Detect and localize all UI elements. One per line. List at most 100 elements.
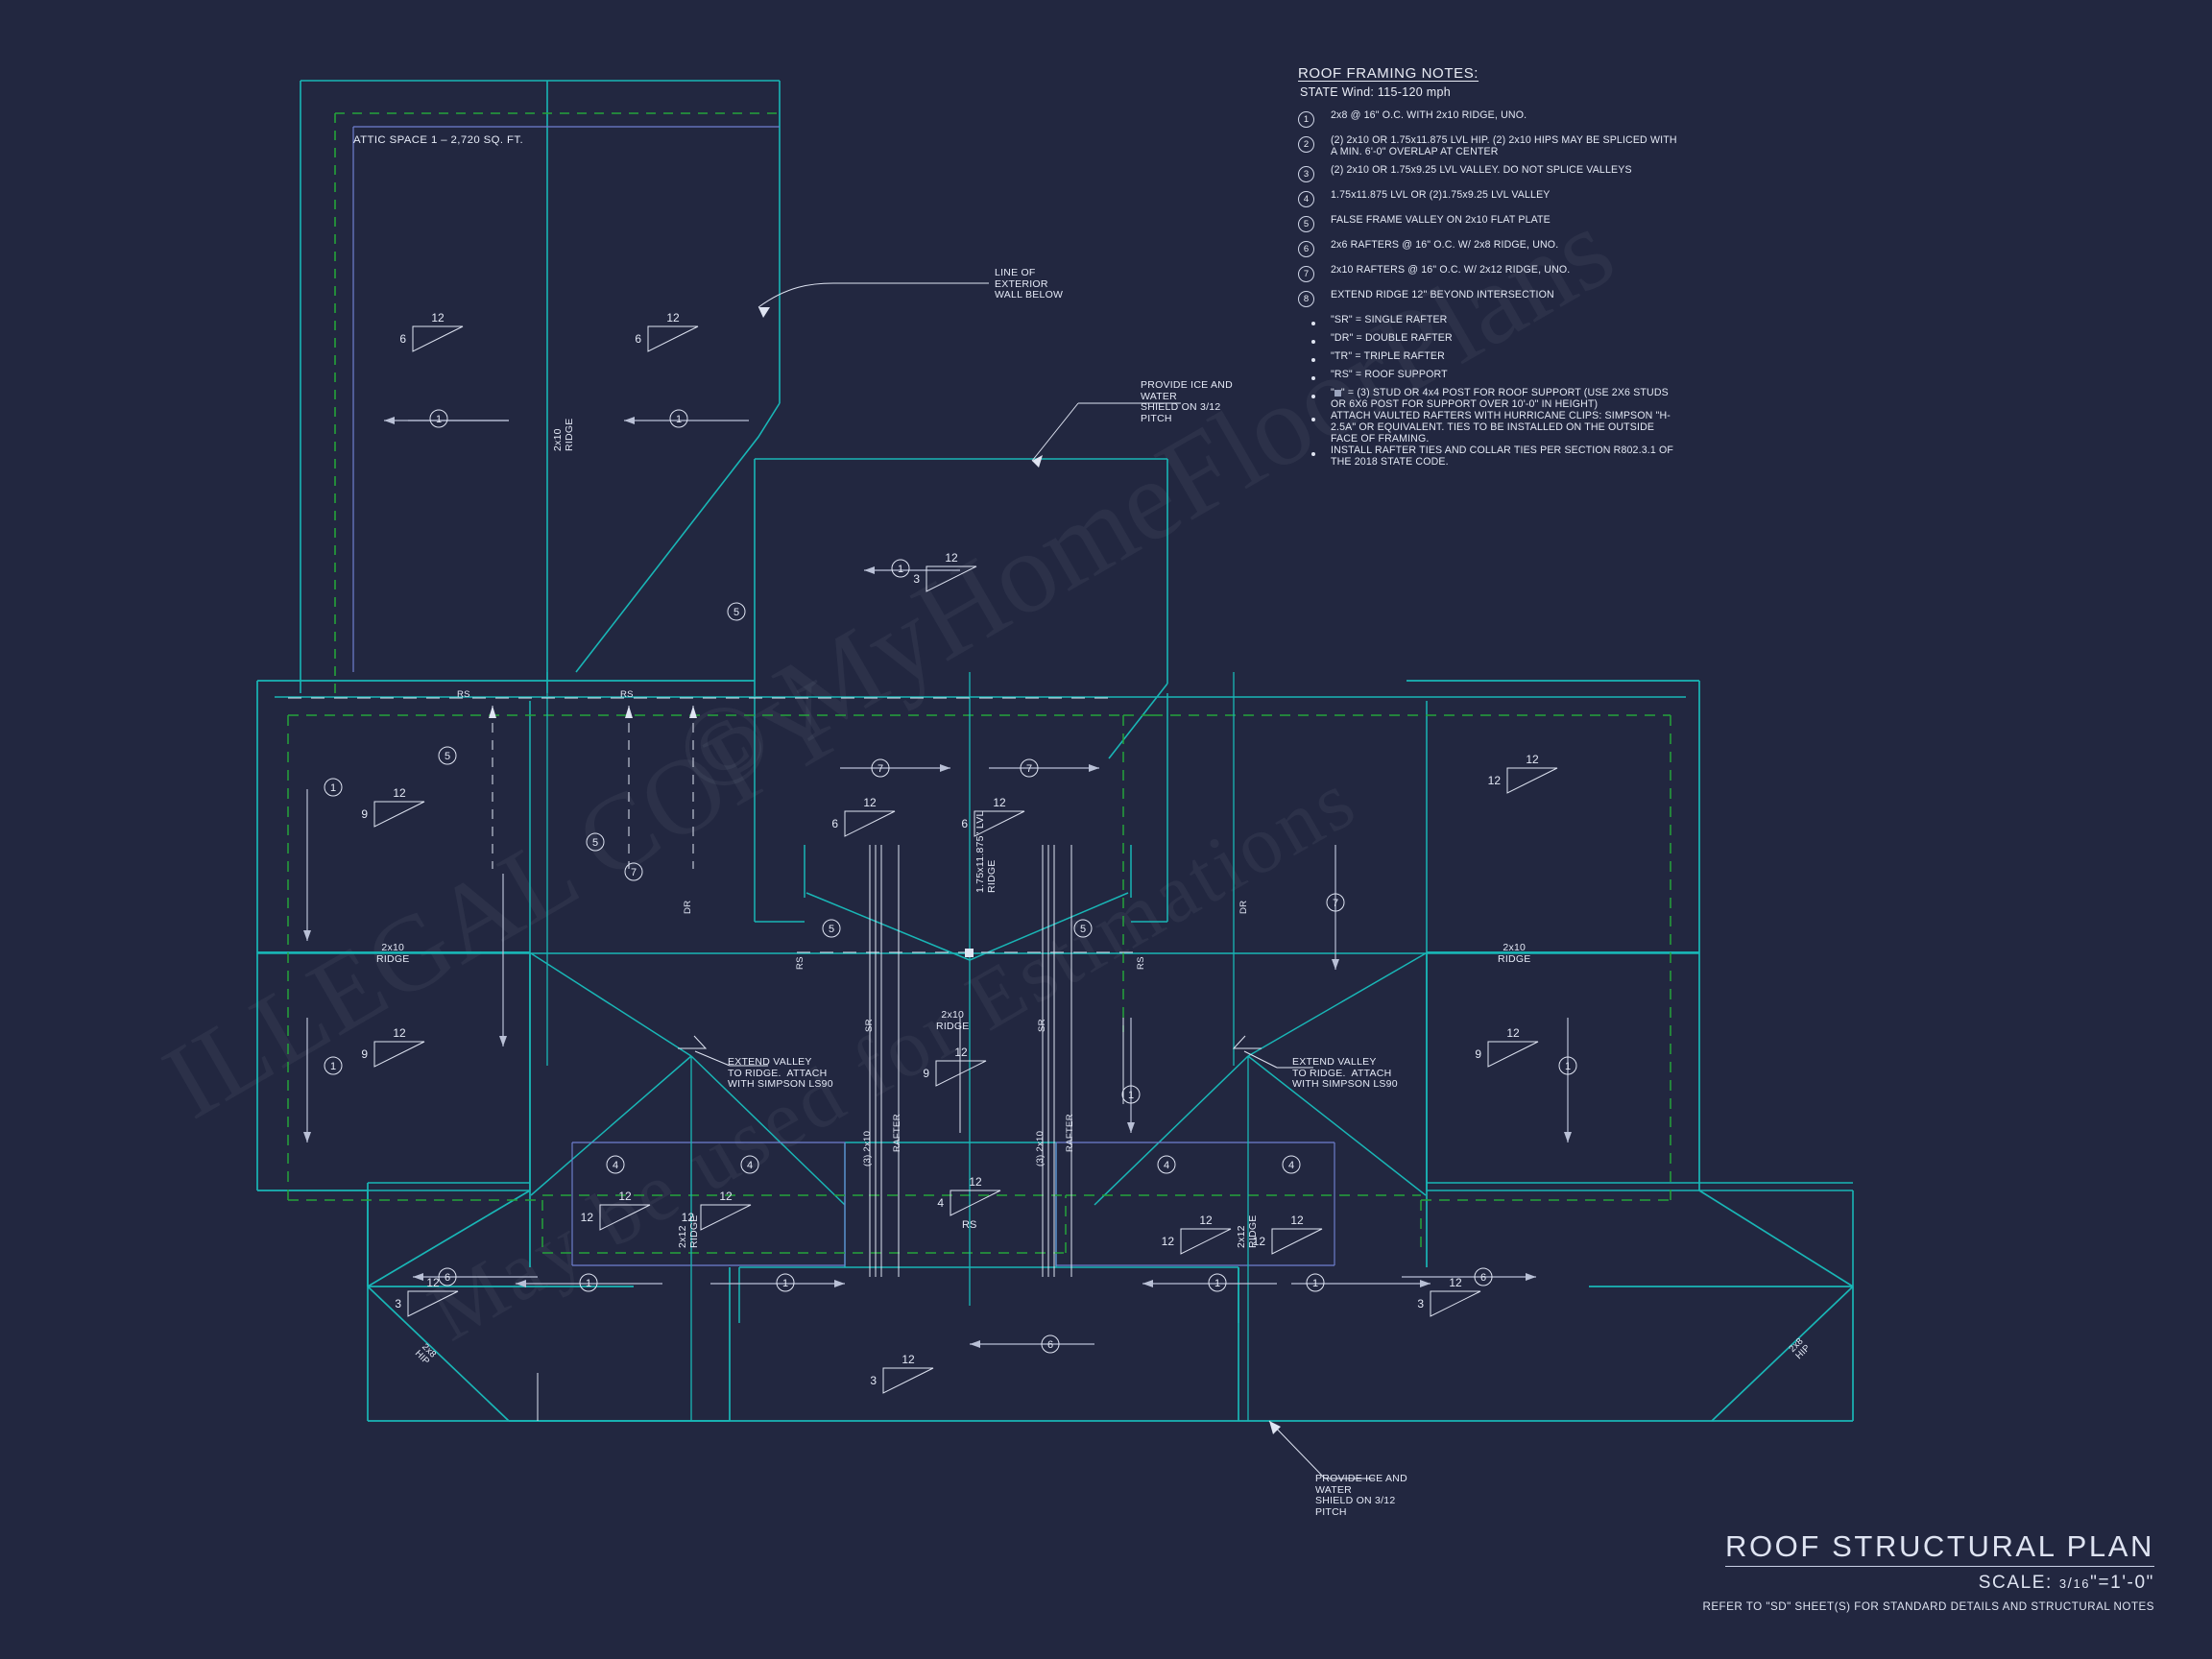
callout-number: 6: [1480, 1272, 1486, 1284]
callout-bubble: 7: [1326, 893, 1345, 912]
callout-number: 7: [878, 763, 883, 775]
note-text: 2x8 @ 16" O.C. WITH 2x10 RIDGE, UNO.: [1331, 109, 1527, 121]
roof-framing-notes-block: ROOF FRAMING NOTES: STATE Wind: 115-120 …: [1298, 65, 1682, 469]
pitch-rise-value: 9: [361, 807, 368, 821]
callout-number: 4: [1288, 1160, 1294, 1171]
standard-details-reference: REFER TO "SD" SHEET(S) FOR STANDARD DETA…: [1702, 1600, 2154, 1613]
callout-bubble: 1: [776, 1273, 795, 1292]
pitch-marker: 126: [635, 311, 699, 352]
note-bullet-item: "" = (3) STUD OR 4x4 POST FOR ROOF SUPPO…: [1298, 387, 1682, 410]
note-text: FALSE FRAME VALLEY ON 2x10 FLAT PLATE: [1331, 214, 1551, 227]
callout-bubble: 1: [1558, 1056, 1577, 1075]
callout-number: 1: [676, 414, 682, 425]
note-text: 2x10 RAFTERS @ 16" O.C. W/ 2x12 RIDGE, U…: [1331, 264, 1571, 276]
label-dr-right: DR: [1238, 900, 1249, 914]
note-number: 8: [1298, 290, 1331, 308]
callout-number: 1: [782, 1278, 788, 1289]
scale-denominator: 16: [2073, 1576, 2091, 1591]
callout-bubble: 6: [1474, 1267, 1493, 1286]
note-bullet-text: "RS" = ROOF SUPPORT: [1331, 369, 1448, 381]
callout-bubble: 4: [606, 1155, 625, 1174]
label-rafter-right: RAFTER: [1065, 1114, 1075, 1152]
pitch-marker: 123: [870, 1353, 934, 1394]
label-ridge-2x10-center: 2x10 RIDGE: [936, 1009, 970, 1032]
callout-bubble: 4: [1282, 1155, 1301, 1174]
note-number: 2: [1298, 135, 1331, 153]
scale-fraction: 3/16: [2058, 1575, 2091, 1592]
note-bullet-text: "TR" = TRIPLE RAFTER: [1331, 350, 1445, 363]
callout-bubble: 1: [891, 559, 910, 578]
callout-number: 5: [445, 751, 450, 762]
note-bullet-item: "SR" = SINGLE RAFTER: [1298, 315, 1682, 332]
callout-number: 1: [898, 564, 903, 575]
notes-subtitle: STATE Wind: 115-120 mph: [1300, 85, 1451, 99]
callout-number: 1: [436, 414, 442, 425]
callout-number: 6: [445, 1272, 450, 1284]
annotation-extend-valley-left: EXTEND VALLEY TO RIDGE. ATTACH WITH SIMP…: [728, 1056, 833, 1090]
pitch-run-value: 12: [393, 786, 406, 800]
pitch-marker: 129: [923, 1046, 987, 1087]
pitch-marker: 12 12: [1253, 1214, 1323, 1255]
label-ridge-2x12-bottom-right: 2x12 RIDGE: [1236, 1214, 1259, 1248]
label-ridge-2x10-top-left: 2x10 RIDGE: [552, 418, 575, 451]
pitch-marker: 123: [913, 551, 977, 592]
title-block: ROOF STRUCTURAL PLAN SCALE: 3/16"=1'-0" …: [1702, 1529, 2154, 1613]
label-ridge-2x12-bottom-left: 2x12 RIDGE: [677, 1214, 700, 1248]
bullet-dot-icon: [1298, 388, 1331, 405]
note-bullet-item: "DR" = DOUBLE RAFTER: [1298, 333, 1682, 350]
note-bullet-item: ATTACH VAULTED RAFTERS WITH HURRICANE CL…: [1298, 411, 1682, 445]
callout-bubble: 4: [1157, 1155, 1176, 1174]
note-bullet-item: "TR" = TRIPLE RAFTER: [1298, 351, 1682, 369]
label-rafter-left: RAFTER: [892, 1114, 902, 1152]
note-number: 4: [1298, 190, 1331, 208]
pitch-run-value: 12: [431, 311, 445, 325]
pitch-marker: 126: [399, 311, 464, 352]
bullet-dot-icon: [1298, 411, 1331, 428]
callout-bubble: 5: [822, 919, 841, 938]
pitch-run-value: 12: [969, 1175, 982, 1189]
annotation-extend-valley-right: EXTEND VALLEY TO RIDGE. ATTACH WITH SIMP…: [1292, 1056, 1398, 1090]
pitch-rise-value: 12: [1253, 1235, 1266, 1248]
callout-bubble: 1: [324, 778, 343, 797]
callout-bubble: 1: [429, 409, 448, 428]
pitch-rise-value: 9: [361, 1047, 368, 1061]
pitch-rise-value: 12: [1488, 774, 1502, 787]
pitch-marker: 126: [831, 796, 896, 837]
pitch-rise-value: 12: [1162, 1235, 1175, 1248]
callout-number: 1: [1214, 1278, 1220, 1289]
callout-bubble: 5: [727, 602, 746, 621]
bulleted-notes-list: "SR" = SINGLE RAFTER"DR" = DOUBLE RAFTER…: [1298, 315, 1682, 468]
pitch-rise-value: 3: [870, 1374, 877, 1387]
pitch-marker: 123: [1417, 1276, 1481, 1317]
pitch-sublabel: RS: [962, 1219, 976, 1231]
callout-number: 1: [1565, 1061, 1571, 1072]
bullet-dot-icon: [1298, 370, 1331, 387]
note-number: 3: [1298, 165, 1331, 183]
pitch-run-value: 12: [1290, 1214, 1304, 1227]
pitch-rise-value: 9: [1475, 1047, 1481, 1061]
callout-number: 4: [613, 1160, 618, 1171]
label-dr-left: DR: [683, 900, 693, 914]
callout-number: 7: [631, 867, 637, 878]
note-bullet-text: ATTACH VAULTED RAFTERS WITH HURRICANE CL…: [1331, 410, 1671, 445]
scale-suffix: "=1'-0": [2090, 1573, 2154, 1593]
callout-number: 4: [747, 1160, 753, 1171]
pitch-run-value: 12: [1449, 1276, 1462, 1289]
note-text: (2) 2x10 OR 1.75x9.25 LVL VALLEY. DO NOT…: [1331, 164, 1632, 177]
bullet-dot-icon: [1298, 315, 1331, 332]
note-number: 5: [1298, 215, 1331, 233]
pitch-marker: 126: [961, 796, 1025, 837]
callout-bubble: 5: [586, 832, 605, 852]
pitch-run-value: 12: [1506, 1026, 1520, 1040]
pitch-marker: 123: [395, 1276, 459, 1317]
callout-bubble: 4: [740, 1155, 759, 1174]
